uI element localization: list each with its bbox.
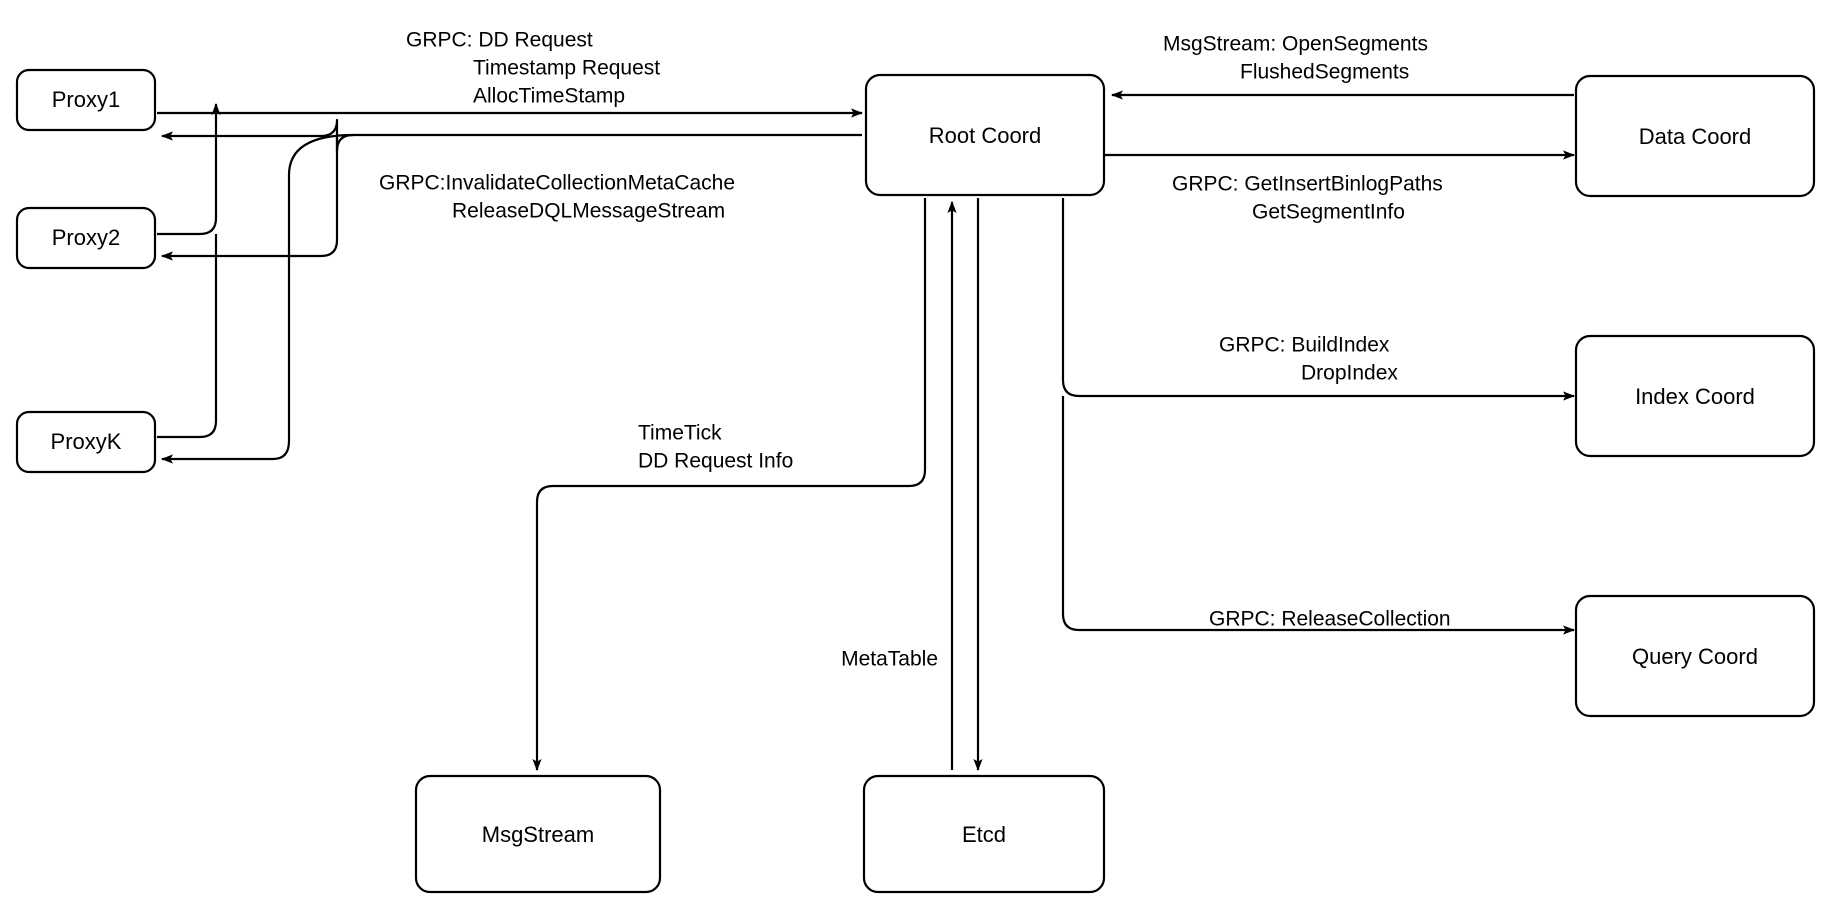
- root-to-datacoord-line2: GetSegmentInfo: [1252, 201, 1405, 224]
- label-root-coord-to-data-coord: GRPC: GetInsertBinlogPaths GetSegmentInf…: [1172, 173, 1443, 224]
- node-msgstream[interactable]: MsgStream: [414, 774, 662, 894]
- query-coord-box[interactable]: [1574, 594, 1816, 718]
- proxy-to-root-line2: Timestamp Request: [473, 57, 660, 80]
- node-etcd[interactable]: Etcd: [862, 774, 1106, 894]
- root-to-querycoord-line1: GRPC: ReleaseCollection: [1209, 608, 1451, 631]
- msgstream-box[interactable]: [414, 774, 662, 894]
- edge-proxyk-to-bundle: [157, 234, 218, 439]
- proxy-to-root-line1: GRPC: DD Request: [406, 29, 593, 52]
- label-root-coord-to-query-coord: GRPC: ReleaseCollection: [1209, 608, 1451, 631]
- node-proxy1[interactable]: Proxy1: [15, 68, 157, 132]
- proxy-to-root-line3: AllocTimeStamp: [473, 85, 625, 108]
- index-coord-box[interactable]: [1574, 334, 1816, 458]
- edge-root-coord-to-query-coord: [1061, 396, 1575, 635]
- root-coord-box[interactable]: [864, 73, 1106, 197]
- root-to-msgstream-line1: TimeTick: [638, 422, 722, 445]
- edge-root-coord-to-msgstream: [532, 198, 927, 771]
- node-root-coord[interactable]: Root Coord: [864, 73, 1106, 197]
- datacoord-to-root-line1: MsgStream: OpenSegments: [1163, 33, 1428, 56]
- root-to-proxy-line2: ReleaseDQLMessageStream: [452, 200, 725, 223]
- proxy2-box[interactable]: [15, 206, 157, 270]
- root-to-indexcoord-line2: DropIndex: [1301, 362, 1398, 385]
- etcd-box[interactable]: [862, 774, 1106, 894]
- root-to-indexcoord-line1: GRPC: BuildIndex: [1219, 334, 1390, 357]
- label-root-coord-to-proxy: GRPC:InvalidateCollectionMetaCache Relea…: [379, 172, 735, 223]
- proxy1-box[interactable]: [15, 68, 157, 132]
- label-root-coord-to-msgstream: TimeTick DD Request Info: [638, 422, 793, 473]
- node-proxyk[interactable]: ProxyK: [15, 410, 157, 474]
- edge-root-coord-to-proxy2: [161, 136, 339, 261]
- proxyk-box[interactable]: [15, 410, 157, 474]
- root-etcd-line1: MetaTable: [841, 648, 938, 671]
- edge-root-coord-to-proxy1: [161, 118, 862, 153]
- label-data-coord-to-root-coord: MsgStream: OpenSegments FlushedSegments: [1163, 33, 1428, 84]
- node-data-coord[interactable]: Data Coord: [1574, 74, 1816, 198]
- edge-proxy2-to-bundle: [157, 103, 221, 236]
- edge-root-coord-to-index-coord: [1061, 198, 1575, 401]
- root-to-msgstream-line2: DD Request Info: [638, 450, 793, 473]
- label-root-coord-to-index-coord: GRPC: BuildIndex DropIndex: [1219, 334, 1398, 385]
- root-to-proxy-line1: GRPC:InvalidateCollectionMetaCache: [379, 172, 735, 195]
- root-to-datacoord-line1: GRPC: GetInsertBinlogPaths: [1172, 173, 1443, 196]
- label-root-coord-etcd: MetaTable: [841, 648, 938, 671]
- datacoord-to-root-line2: FlushedSegments: [1240, 61, 1409, 84]
- label-proxy-to-root-coord: GRPC: DD Request Timestamp Request Alloc…: [406, 29, 660, 108]
- data-coord-box[interactable]: [1574, 74, 1816, 198]
- edge-root-coord-to-proxyk: [161, 133, 354, 464]
- node-query-coord[interactable]: Query Coord: [1574, 594, 1816, 718]
- node-proxy2[interactable]: Proxy2: [15, 206, 157, 270]
- node-index-coord[interactable]: Index Coord: [1574, 334, 1816, 458]
